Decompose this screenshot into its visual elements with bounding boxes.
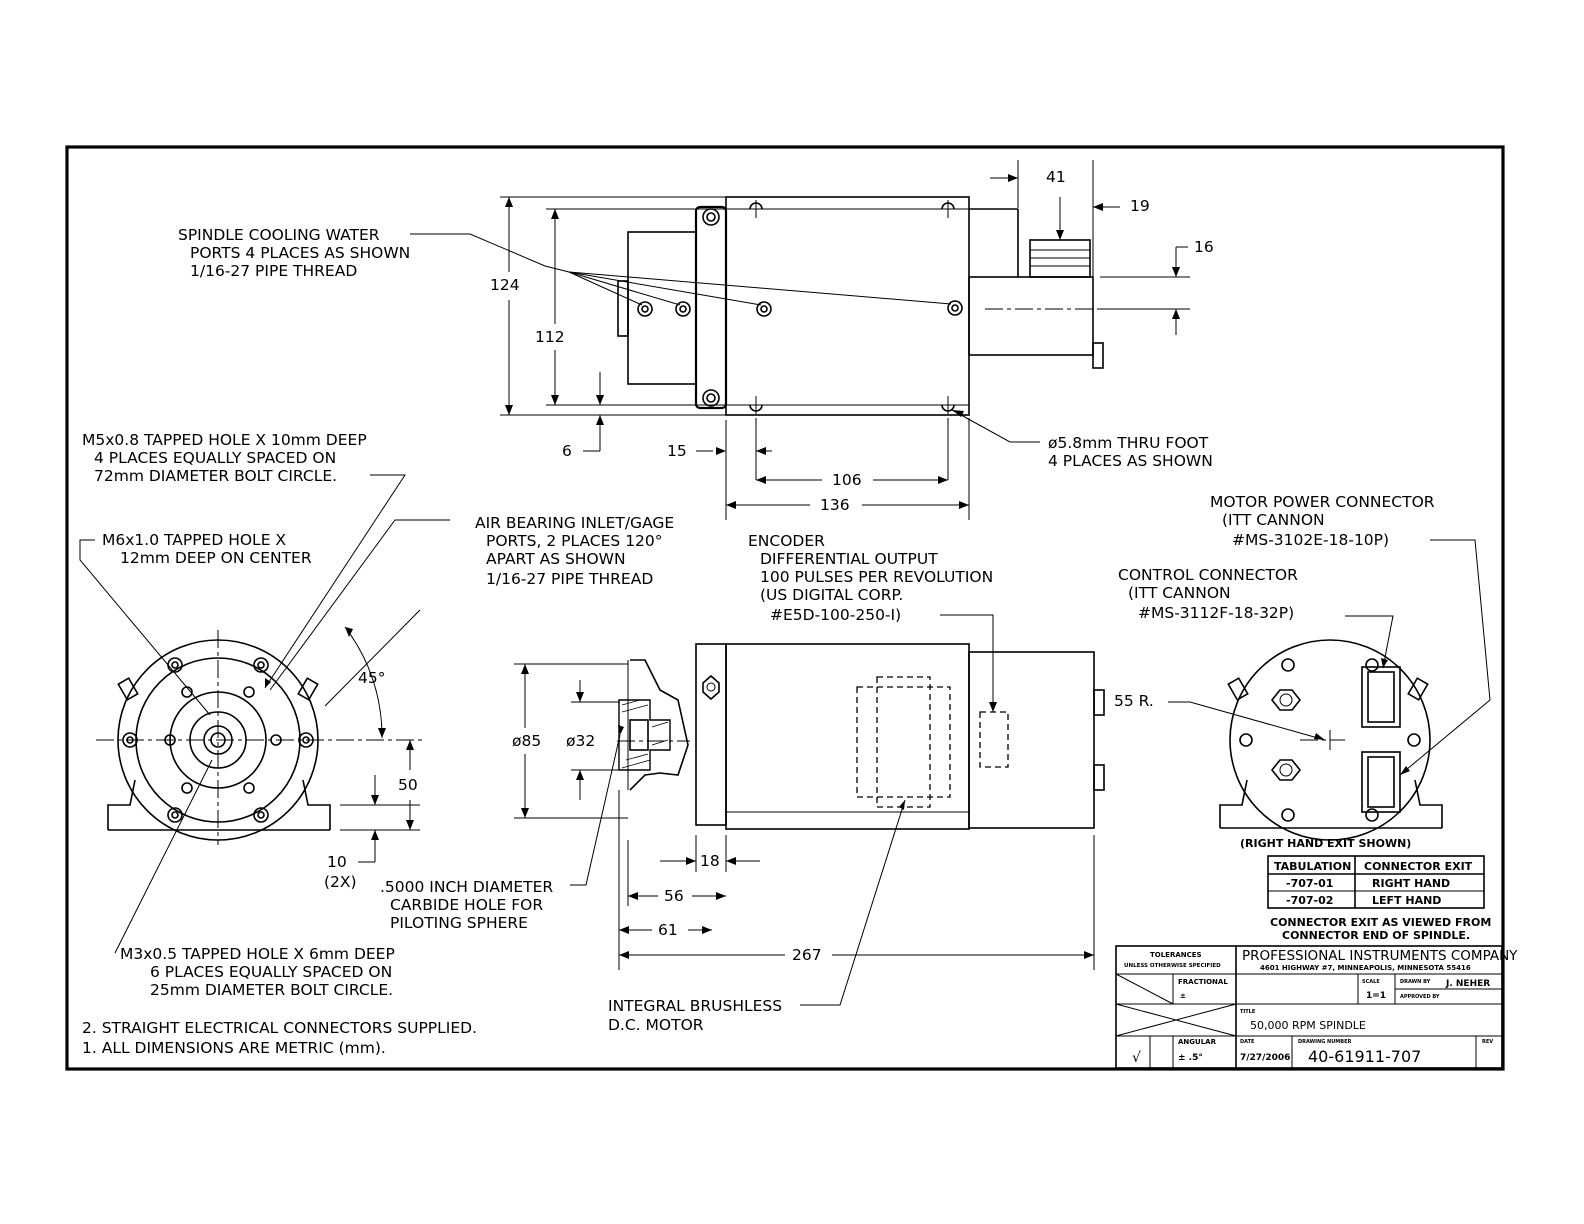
drawing-border bbox=[65, 145, 1505, 1071]
dim-10: 10 bbox=[327, 853, 347, 871]
dim-41: 41 bbox=[1046, 168, 1066, 186]
dim-16: 16 bbox=[1194, 238, 1214, 256]
dim-267: 267 bbox=[792, 946, 822, 964]
angular-label: ANGULAR bbox=[1178, 1038, 1217, 1046]
m5-note-2: 4 PLACES EQUALLY SPACED ON bbox=[94, 449, 336, 467]
scale-value: 1=1 bbox=[1366, 991, 1386, 1001]
drawing-number: 40-61911-707 bbox=[1308, 1047, 1421, 1066]
left-end-view bbox=[79, 474, 450, 954]
encoder-note-1: ENCODER bbox=[748, 532, 825, 550]
dim-136: 136 bbox=[820, 496, 850, 514]
unless-label: UNLESS OTHERWISE SPECIFIED bbox=[1124, 963, 1221, 969]
exit-viewed-note-1: CONNECTOR EXIT AS VIEWED FROM bbox=[1270, 916, 1491, 929]
carbide-note-3: PILOTING SPHERE bbox=[390, 914, 528, 932]
dimension-labels: 41 19 16 124 112 6 15 106 136 45° 50 10 … bbox=[324, 168, 1214, 964]
company-address: 4601 HIGHWAY #7, MINNEAPOLIS, MINNESOTA … bbox=[1260, 964, 1471, 972]
rev-label: REV bbox=[1482, 1039, 1493, 1045]
m3-note-2: 6 PLACES EQUALLY SPACED ON bbox=[150, 963, 392, 981]
m5-note-1: M5x0.8 TAPPED HOLE X 10mm DEEP bbox=[82, 431, 367, 449]
encoder-note-3: 100 PULSES PER REVOLUTION bbox=[760, 568, 993, 586]
approved-label: APPROVED BY bbox=[1400, 994, 1440, 1000]
scale-label: SCALE bbox=[1362, 979, 1380, 985]
title-block: TOLERANCES UNLESS OTHERWISE SPECIFIED FR… bbox=[1115, 945, 1518, 1069]
air-note-4: 1/16-27 PIPE THREAD bbox=[486, 570, 653, 588]
motor-power-note-1: MOTOR POWER CONNECTOR bbox=[1210, 493, 1435, 511]
control-note-1: CONTROL CONNECTOR bbox=[1118, 566, 1298, 584]
dim-55r: 55 R. bbox=[1114, 692, 1154, 710]
dim-45: 45° bbox=[358, 669, 385, 687]
m5-note-3: 72mm DIAMETER BOLT CIRCLE. bbox=[94, 467, 337, 485]
encoder-note-5: #E5D-100-250-I) bbox=[770, 606, 901, 624]
dim-19: 19 bbox=[1130, 197, 1150, 215]
drawn-by: J. NEHER bbox=[1445, 979, 1490, 989]
right-hand-exit-note: (RIGHT HAND EXIT SHOWN) bbox=[1240, 837, 1411, 850]
title-label: TITLE bbox=[1240, 1009, 1256, 1015]
right-end-view bbox=[1168, 539, 1491, 841]
dim-15: 15 bbox=[667, 442, 687, 460]
general-note-1: 1. ALL DIMENSIONS ARE METRIC (mm). bbox=[82, 1039, 386, 1057]
cooling-note-3: 1/16-27 PIPE THREAD bbox=[190, 262, 357, 280]
fractional-label: FRACTIONAL bbox=[1178, 978, 1228, 986]
drawing-date: 7/27/2006 bbox=[1240, 1053, 1290, 1063]
encoder-note-4: (US DIGITAL CORP. bbox=[760, 586, 903, 604]
m3-note-3: 25mm DIAMETER BOLT CIRCLE. bbox=[150, 981, 393, 999]
angular-value: ± .5° bbox=[1178, 1053, 1203, 1063]
dim-124: 124 bbox=[490, 276, 520, 294]
tab-row-1-col-1: -707-01 bbox=[1286, 877, 1333, 890]
encoder-note-2: DIFFERENTIAL OUTPUT bbox=[760, 550, 938, 568]
top-view bbox=[410, 160, 1190, 520]
tab-row-1-col-2: RIGHT HAND bbox=[1372, 877, 1450, 890]
side-view bbox=[514, 614, 1105, 1006]
dim-dia-32: ø32 bbox=[566, 732, 595, 750]
exit-viewed-note-2: CONNECTOR END OF SPINDLE. bbox=[1282, 929, 1470, 942]
dim-dia-85: ø85 bbox=[512, 732, 541, 750]
air-note-1: AIR BEARING INLET/GAGE bbox=[475, 514, 674, 532]
cooling-note-1: SPINDLE COOLING WATER bbox=[178, 226, 380, 244]
thru-foot-note-2: 4 PLACES AS SHOWN bbox=[1048, 452, 1213, 470]
drawn-label: DRAWN BY bbox=[1400, 979, 1431, 985]
tab-row-2-col-2: LEFT HAND bbox=[1372, 894, 1441, 907]
control-note-2: (ITT CANNON bbox=[1128, 584, 1231, 602]
motor-note-2: D.C. MOTOR bbox=[608, 1016, 704, 1034]
motor-power-note-3: #MS-3102E-18-10P) bbox=[1232, 531, 1389, 549]
tab-row-2-col-1: -707-02 bbox=[1286, 894, 1333, 907]
m6-note-1: M6x1.0 TAPPED HOLE X bbox=[102, 531, 286, 549]
surface-finish-symbol: √ bbox=[1132, 1050, 1141, 1066]
control-note-3: #MS-3112F-18-32P) bbox=[1138, 604, 1294, 622]
dim-6: 6 bbox=[562, 442, 572, 460]
m3-note-1: M3x0.5 TAPPED HOLE X 6mm DEEP bbox=[120, 945, 395, 963]
air-note-3: APART AS SHOWN bbox=[486, 550, 626, 568]
drawing-title: 50,000 RPM SPINDLE bbox=[1250, 1019, 1366, 1032]
tab-header-1: TABULATION bbox=[1274, 860, 1351, 873]
dwg-number-label: DRAWING NUMBER bbox=[1298, 1039, 1351, 1045]
tolerances-label: TOLERANCES bbox=[1150, 951, 1202, 959]
dim-106: 106 bbox=[832, 471, 862, 489]
general-note-2: 2. STRAIGHT ELECTRICAL CONNECTORS SUPPLI… bbox=[82, 1019, 477, 1037]
date-label: DATE bbox=[1240, 1039, 1255, 1045]
air-note-2: PORTS, 2 PLACES 120° bbox=[486, 532, 663, 550]
dim-56: 56 bbox=[664, 887, 684, 905]
m6-note-2: 12mm DEEP ON CENTER bbox=[120, 549, 312, 567]
motor-power-note-2: (ITT CANNON bbox=[1222, 511, 1325, 529]
dim-50: 50 bbox=[398, 776, 418, 794]
dim-18: 18 bbox=[700, 852, 720, 870]
fractional-value: ± bbox=[1180, 992, 1186, 1000]
company-name: PROFESSIONAL INSTRUMENTS COMPANY bbox=[1242, 948, 1518, 964]
tabulation-table: TABULATION CONNECTOR EXIT -707-01 RIGHT … bbox=[1267, 855, 1485, 909]
dim-2x: (2X) bbox=[324, 873, 357, 891]
dim-61: 61 bbox=[658, 921, 678, 939]
motor-note-1: INTEGRAL BRUSHLESS bbox=[608, 997, 782, 1015]
tab-header-2: CONNECTOR EXIT bbox=[1364, 860, 1473, 873]
carbide-note-1: .5000 INCH DIAMETER bbox=[380, 878, 553, 896]
thru-foot-note-1: ø5.8mm THRU FOOT bbox=[1048, 434, 1209, 452]
carbide-note-2: CARBIDE HOLE FOR bbox=[390, 896, 543, 914]
note-labels: SPINDLE COOLING WATER PORTS 4 PLACES AS … bbox=[82, 226, 1491, 1057]
cooling-note-2: PORTS 4 PLACES AS SHOWN bbox=[190, 244, 410, 262]
dim-112: 112 bbox=[535, 328, 565, 346]
